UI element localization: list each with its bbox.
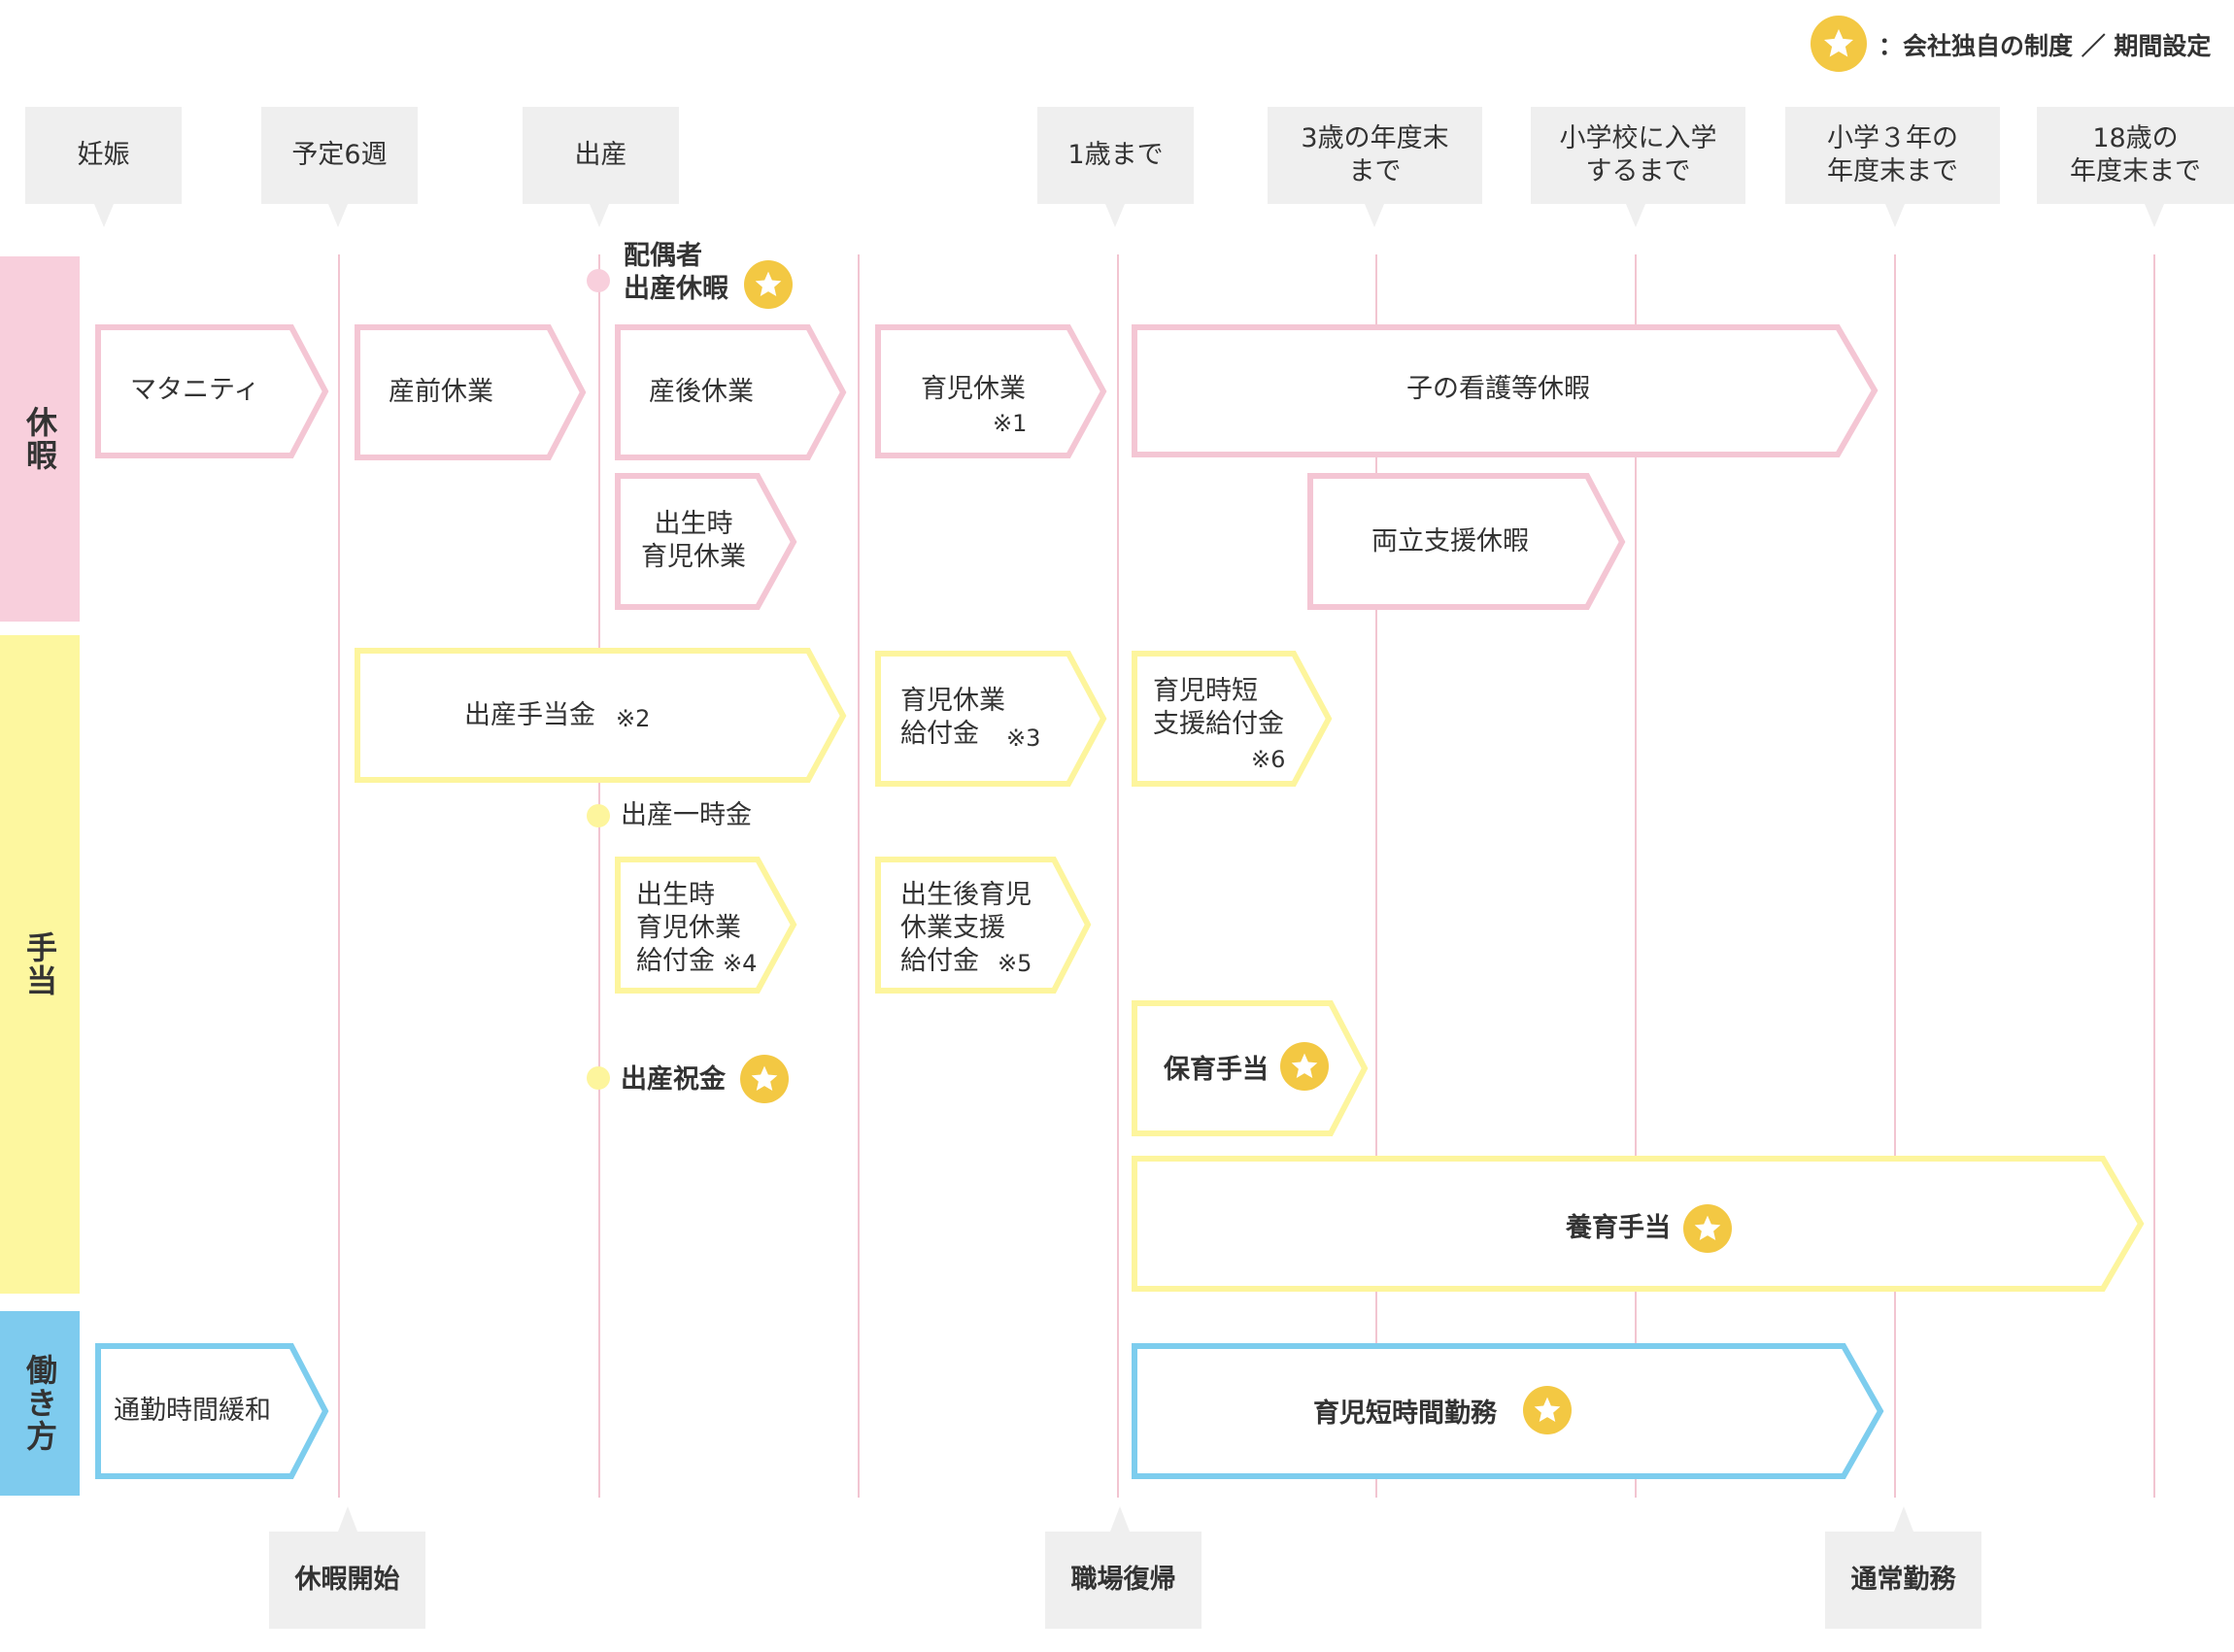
short-time-benefit-label: 育児時短 支援給付金 <box>1153 676 1284 739</box>
arrow-nursery-allowance <box>1132 1000 1369 1136</box>
milestone-pointer <box>1365 204 1384 227</box>
timeline-line <box>338 254 340 1498</box>
timeline-line <box>1375 254 1377 1498</box>
prenatal-leave-label: 産前休業 <box>389 377 493 407</box>
arrow-short-time-benefit <box>1132 651 1333 787</box>
milestone-pointer <box>94 204 114 227</box>
maternity-pay-note: ※2 <box>616 705 651 732</box>
nursery-allowance-label: 保育手当 <box>1164 1055 1269 1085</box>
arrow-maternity-pay <box>355 648 847 783</box>
milestone-age-1: 1歳まで <box>1037 107 1194 204</box>
post-birth-benefit-label: 出生後育児 休業支援 給付金 <box>900 880 1032 976</box>
nursery-allowance-star-icon <box>1280 1042 1329 1091</box>
milestone-pointer <box>2145 204 2164 227</box>
legend-star-icon <box>1811 16 1867 72</box>
category-allowance-label: 手当 <box>21 931 58 997</box>
milestone-pointer <box>1105 204 1125 227</box>
milestone-pointer <box>1885 204 1905 227</box>
arrow-childcare-leave <box>875 324 1107 458</box>
arrow-birth-childcare-benefit <box>615 857 797 994</box>
category-leave-label: 休暇 <box>21 406 58 472</box>
arrow-short-hours <box>1132 1343 1884 1479</box>
arrow-maternity <box>95 324 329 458</box>
birth-childcare-benefit-label: 出生時 育児休業 給付金 <box>636 880 741 976</box>
category-work-style-label: 働き方 <box>21 1354 58 1453</box>
childcare-leave-note: ※1 <box>993 410 1028 437</box>
postnatal-leave-label: 産後休業 <box>649 377 754 407</box>
marker-pointer <box>338 1506 357 1532</box>
arrow-prenatal-leave <box>355 324 587 460</box>
milestone-pregnancy: 妊娠 <box>25 107 182 204</box>
nursing-leave-label: 子の看護等休暇 <box>1406 374 1590 404</box>
short-time-benefit-note: ※6 <box>1251 746 1286 773</box>
timeline-line <box>858 254 860 1498</box>
spouse-leave-label: 配偶者 出産休暇 <box>624 241 728 304</box>
childcare-leave-label: 育児休業 <box>921 374 1026 404</box>
milestone-elementary-entry: 小学校に入学 するまで <box>1531 107 1745 204</box>
timeline-line <box>1894 254 1896 1498</box>
birth-childcare-benefit-note: ※4 <box>723 950 758 977</box>
balance-leave-label: 両立支援休暇 <box>1371 526 1529 556</box>
short-hours-star-icon <box>1523 1386 1572 1434</box>
timeline-line <box>598 254 600 1498</box>
arrow-balance-leave <box>1307 473 1626 610</box>
short-hours-label: 育児短時間勤務 <box>1313 1399 1497 1429</box>
upbringing-allowance-label: 養育手当 <box>1566 1213 1671 1243</box>
marker-leave-start: 休暇開始 <box>269 1532 425 1629</box>
spouse-leave-star-icon <box>744 260 793 309</box>
category-leave: 休暇 <box>0 256 80 622</box>
congratulation-label: 出産祝金 <box>621 1064 726 1095</box>
marker-normal-work: 通常勤務 <box>1825 1532 1981 1629</box>
timeline-line <box>1117 254 1119 1498</box>
childcare-benefit-note: ※3 <box>1006 725 1041 752</box>
commute-relief-label: 通勤時間緩和 <box>114 1396 271 1426</box>
lump-sum-dot <box>587 804 610 827</box>
timeline-line <box>1635 254 1637 1498</box>
congratulation-dot <box>587 1066 610 1090</box>
milestone-pointer <box>1626 204 1645 227</box>
maternity-label: マタニティ <box>130 375 260 405</box>
spouse-leave-dot <box>587 269 610 292</box>
milestone-age-3: 3歳の年度末 まで <box>1268 107 1482 204</box>
maternity-pay-label: 出産手当金 <box>464 700 595 730</box>
arrow-commute-relief <box>95 1343 329 1479</box>
childcare-benefit-label: 育児休業 給付金 <box>900 686 1005 749</box>
marker-pointer <box>1894 1506 1913 1532</box>
marker-pointer <box>1110 1506 1130 1532</box>
milestone-6-weeks-before: 予定6週 <box>261 107 418 204</box>
birth-childcare-leave-label: 出生時 育児休業 <box>641 509 746 572</box>
milestone-grade-3: 小学３年の 年度末まで <box>1785 107 2000 204</box>
category-work-style: 働き方 <box>0 1311 80 1496</box>
arrow-upbringing-allowance <box>1132 1156 2145 1292</box>
marker-return-to-work: 職場復帰 <box>1045 1532 1202 1629</box>
arrow-childcare-benefit <box>875 651 1107 787</box>
timeline-line <box>2153 254 2155 1498</box>
arrow-postnatal-leave <box>615 324 847 460</box>
milestone-birth: 出産 <box>523 107 679 204</box>
arrow-post-birth-benefit <box>875 857 1092 994</box>
arrow-birth-childcare-leave <box>615 473 797 610</box>
legend-label: ：会社独自の制度 ／ 期間設定 <box>1879 32 2212 60</box>
lump-sum-label: 出産一時金 <box>621 800 752 830</box>
arrow-nursing-leave <box>1132 324 1879 457</box>
milestone-pointer <box>328 204 348 227</box>
post-birth-benefit-note: ※5 <box>998 950 1032 977</box>
category-allowance: 手当 <box>0 635 80 1294</box>
upbringing-allowance-star-icon <box>1683 1204 1732 1253</box>
milestone-pointer <box>590 204 609 227</box>
congratulation-star-icon <box>740 1055 789 1103</box>
milestone-age-18: 18歳の 年度末まで <box>2037 107 2234 204</box>
